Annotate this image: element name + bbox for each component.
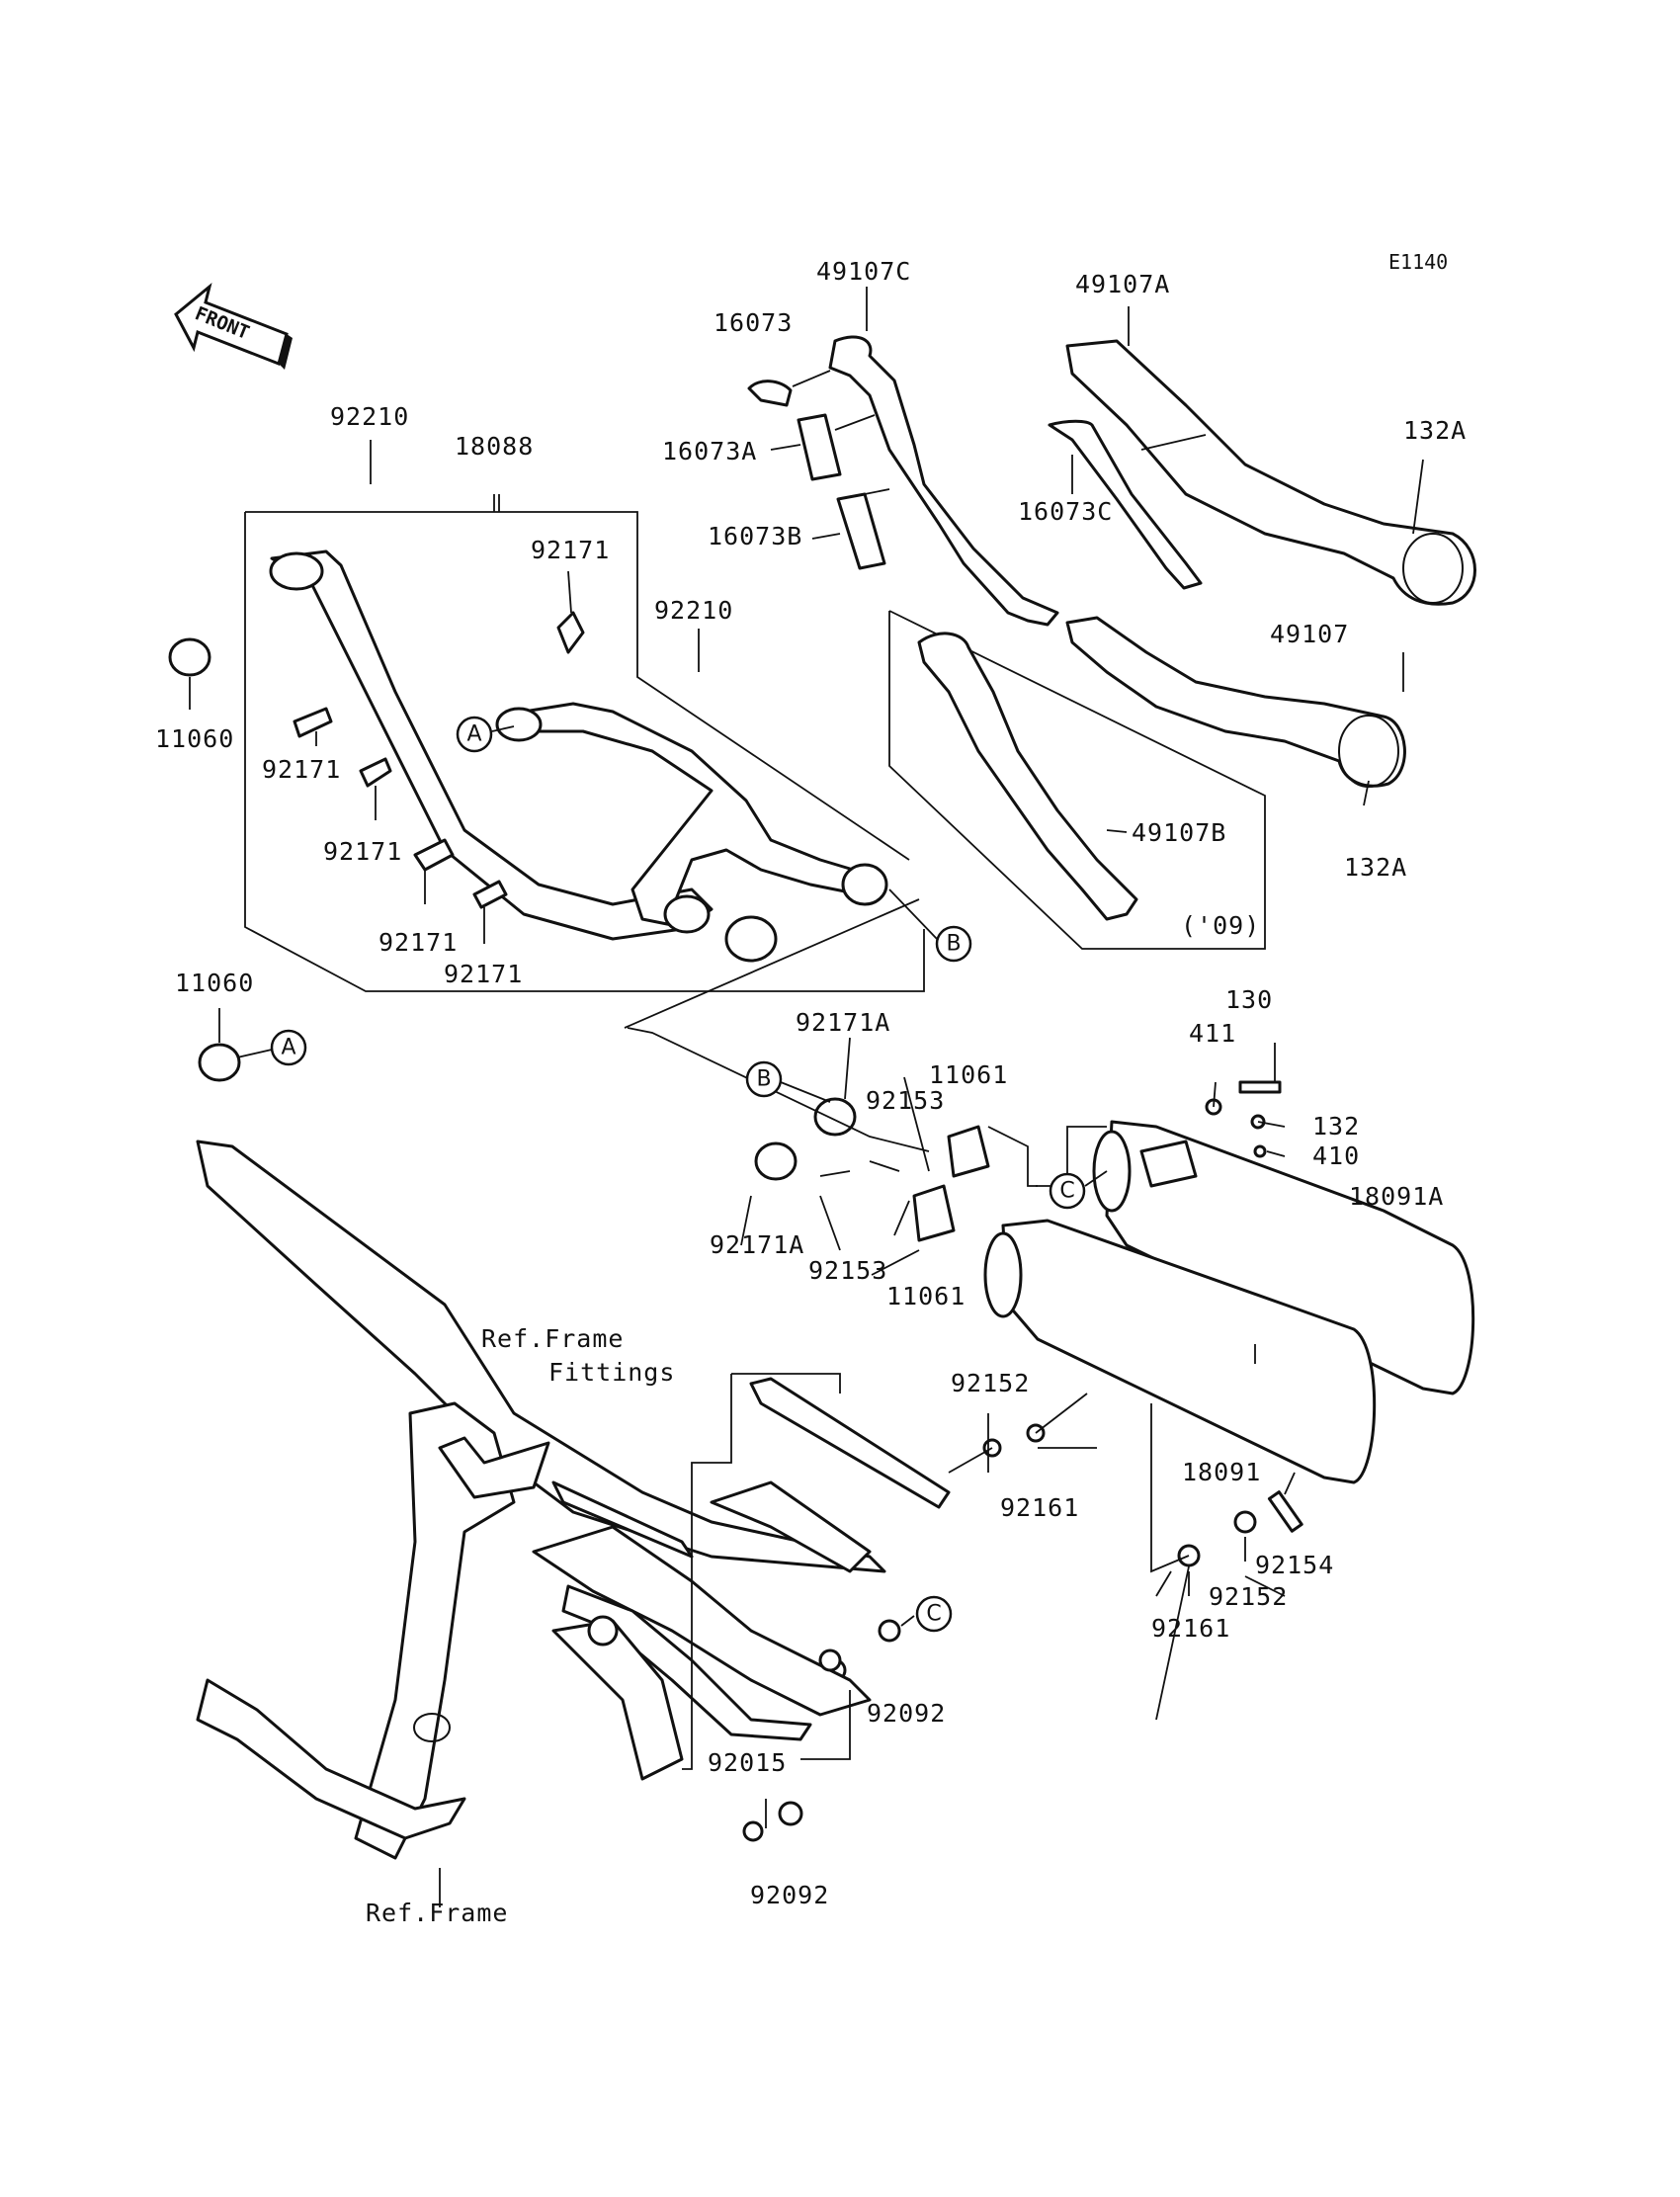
year-2009-group — [888, 610, 1266, 950]
label-92153-top: 92153 — [866, 1086, 945, 1115]
label-132A-top: 132A — [1403, 416, 1467, 445]
svg-text:C: C — [1059, 1179, 1074, 1204]
label-92171-d: 92171 — [378, 928, 458, 957]
label-92161-top: 92161 — [1000, 1493, 1079, 1522]
label-92171-b: 92171 — [262, 755, 341, 784]
heat-shield-strip-16073C — [1048, 419, 1203, 590]
callout-a-header: A — [456, 716, 515, 753]
gasket-11060-top — [168, 637, 211, 677]
label-18091: 18091 — [1182, 1458, 1261, 1486]
label-92171-e: 92171 — [444, 960, 523, 988]
heat-cover-49107 — [1065, 616, 1406, 788]
label-16073C: 16073C — [1018, 497, 1113, 526]
label-11060-bottom: 11060 — [175, 969, 254, 997]
label-16073: 16073 — [714, 308, 793, 337]
label-49107A: 49107A — [1075, 270, 1170, 298]
frame-reference — [196, 1140, 951, 1860]
label-49107C: 49107C — [816, 257, 911, 286]
label-92210-mid: 92210 — [654, 596, 733, 625]
label-ref-frame: Ref.Frame — [366, 1899, 508, 1927]
heat-shield-pad-16073A — [797, 413, 842, 481]
label-ref-frame-fittings-2: Fittings — [548, 1358, 675, 1387]
heat-shield-pad-16073B — [836, 492, 886, 570]
clamp-92171-group — [293, 611, 585, 909]
heat-shield-piece-16073 — [747, 380, 793, 407]
svg-text:B: B — [756, 1067, 771, 1092]
label-92153-bottom: 92153 — [808, 1256, 887, 1285]
label-16073A: 16073A — [662, 437, 757, 465]
label-ref-frame-fittings-1: Ref.Frame — [481, 1324, 624, 1353]
label-11061-bottom: 11061 — [886, 1282, 966, 1310]
callout-b-clamp: B — [745, 1060, 831, 1103]
label-92092-bottom: 92092 — [750, 1881, 829, 1909]
label-92092-top: 92092 — [867, 1699, 946, 1728]
label-11061-top: 11061 — [929, 1060, 1008, 1089]
label-92152-bottom: 92152 — [1209, 1582, 1288, 1611]
diagram-code: E1140 — [1388, 250, 1448, 274]
connector-pipe-11061-bottom — [912, 1184, 956, 1242]
label-49107B: 49107B — [1132, 818, 1226, 847]
label-16073B: 16073B — [708, 522, 802, 550]
svg-text:B: B — [946, 932, 961, 957]
heat-cover-49107A — [1065, 339, 1476, 606]
label-92154: 92154 — [1255, 1551, 1334, 1579]
callout-c-frame: C — [900, 1595, 953, 1633]
header-pipe-assembly-18088 — [244, 494, 925, 992]
front-arrow-icon: FRONT — [174, 282, 293, 370]
callout-b-header: B — [888, 888, 972, 963]
gasket-11060-bottom — [198, 1043, 241, 1082]
label-49107: 49107 — [1270, 620, 1349, 648]
callout-a-gasket: A — [236, 1029, 307, 1066]
label-130: 130 — [1225, 985, 1273, 1014]
muffler-18091A — [1092, 1120, 1475, 1395]
label-18088: 18088 — [455, 432, 534, 461]
clamp-92171A-bottom — [754, 1141, 798, 1181]
muffler-18091 — [983, 1219, 1377, 1484]
connector-pipe-11061-top — [947, 1125, 990, 1178]
svg-text:A: A — [281, 1036, 295, 1060]
label-132A-bottom: 132A — [1344, 853, 1407, 882]
label-92015: 92015 — [708, 1748, 787, 1777]
label-92171A-bottom: 92171A — [710, 1230, 804, 1259]
label-leaders — [189, 287, 1424, 1721]
label-411: 411 — [1189, 1019, 1236, 1048]
label-92171-c: 92171 — [323, 837, 402, 866]
svg-text:A: A — [466, 722, 481, 747]
label-92171-a: 92171 — [531, 536, 610, 564]
leader-lines — [439, 898, 1296, 1907]
label-92171A-top: 92171A — [796, 1008, 890, 1037]
label-92161-bottom: 92161 — [1151, 1614, 1230, 1643]
label-year-note: ('09) — [1181, 911, 1260, 940]
part-labels: 49107C 49107A 16073 16073A 16073B 16073C… — [155, 257, 1467, 1927]
label-410: 410 — [1312, 1141, 1360, 1170]
label-92152-top: 92152 — [951, 1369, 1030, 1397]
svg-text:C: C — [926, 1602, 941, 1627]
label-18091A: 18091A — [1349, 1182, 1444, 1211]
heat-cover-49107C — [828, 335, 1059, 627]
callout-c-muffler: C — [1049, 1170, 1108, 1210]
label-92210-top: 92210 — [330, 402, 409, 431]
label-11060-top: 11060 — [155, 724, 234, 753]
label-132: 132 — [1312, 1112, 1360, 1141]
clamp-92171A-top — [813, 1097, 857, 1137]
